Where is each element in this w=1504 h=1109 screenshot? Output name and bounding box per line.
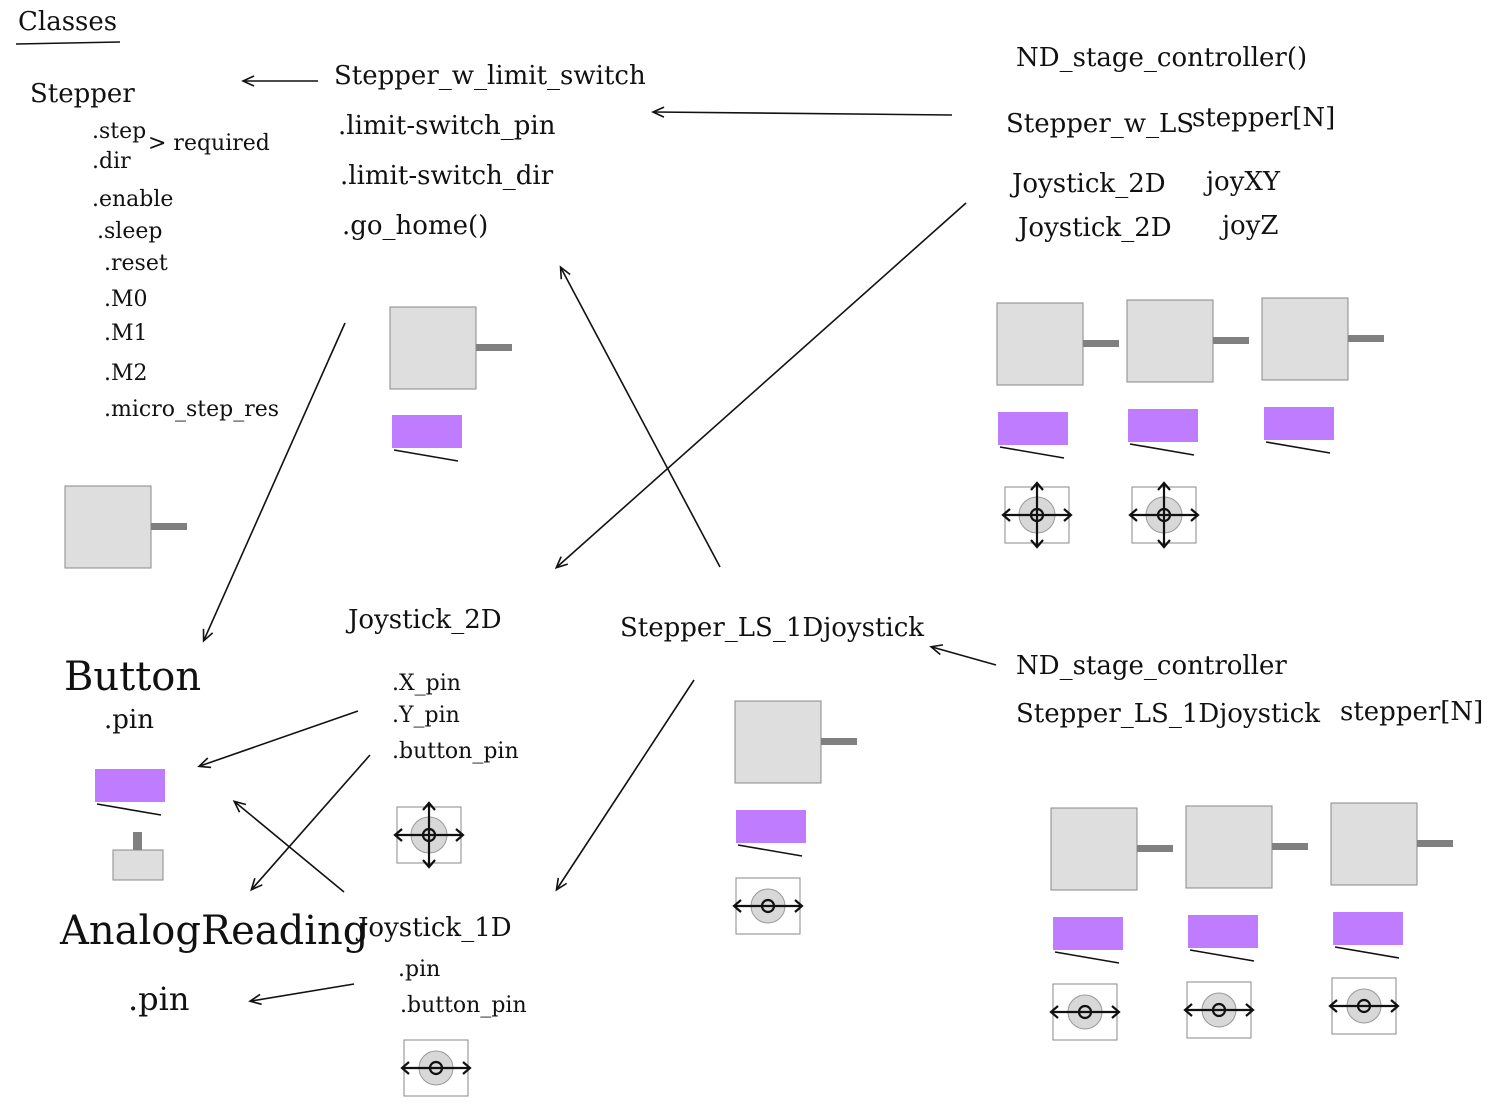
limit-switch-icon xyxy=(1187,914,1259,962)
arrow-joystick-1d-to-analog xyxy=(248,983,355,1006)
stepper-motor-icon xyxy=(1126,299,1250,383)
stepper-motor-icon xyxy=(996,302,1120,386)
stepper-motor-icon xyxy=(1185,805,1309,889)
stepper-motor-icon xyxy=(1330,802,1454,886)
class-name-nd-controller: ND_stage_controller xyxy=(1016,651,1287,681)
limit-switch-icon xyxy=(1263,406,1335,454)
class-name-stepper: Stepper xyxy=(30,79,135,109)
stepper-motor-icon xyxy=(734,700,858,784)
class-name-button: Button xyxy=(64,654,201,700)
limit-switch-icon xyxy=(1332,911,1404,959)
stepper-field: .dir xyxy=(92,149,131,174)
limit-switch-icon xyxy=(1052,916,1124,964)
relationship-arrows xyxy=(197,75,997,1006)
arrow-controller-to-joystick-2d xyxy=(554,202,967,569)
arrow-joystick-2d-to-button xyxy=(197,710,359,769)
stepper-field: .step xyxy=(92,119,146,144)
stepper-motor-icon xyxy=(1261,297,1385,381)
class-name-analog-reading: AnalogReading xyxy=(59,908,368,954)
stepper-field: .sleep xyxy=(97,219,162,244)
limit-switch-icon xyxy=(1127,408,1199,456)
class-name-stepper-ls: Stepper_w_limit_switch xyxy=(334,61,646,91)
class-name-nd-controller: ND_stage_controller() xyxy=(1016,43,1307,73)
analog-field: .pin xyxy=(128,980,190,1018)
class-joystick-1d: Joystick_1D .pin .button_pin xyxy=(355,913,527,1098)
heading: Classes xyxy=(18,7,117,37)
stepper-field: .M2 xyxy=(104,361,148,386)
joystick-2d-field: .Y_pin xyxy=(392,703,460,728)
limit-switch-icon xyxy=(94,768,166,816)
joystick-2d-icon xyxy=(393,801,465,869)
joystick-2d-icon xyxy=(1128,481,1200,549)
stepper-ls-field: .limit-switch_pin xyxy=(338,111,556,141)
stepper-field: .micro_step_res xyxy=(104,397,279,422)
arrow-controller-to-stepper-ls-1d xyxy=(929,644,997,666)
arrow-controller-to-stepper-ls xyxy=(651,106,953,118)
stepper-field: .M0 xyxy=(104,287,148,312)
controller-member-type: Joystick_2D xyxy=(1009,169,1166,199)
joystick-1d-icon xyxy=(400,1038,472,1098)
stepper-field: .reset xyxy=(104,251,168,276)
required-note: > required xyxy=(148,131,270,156)
class-stepper-w-limit-switch: Stepper_w_limit_switch .limit-switch_pin… xyxy=(334,61,646,462)
class-nd-stage-controller-bottom: ND_stage_controller Stepper_LS_1Djoystic… xyxy=(1016,651,1483,1042)
limit-switch-icon xyxy=(391,414,463,462)
arrow-joystick-2d-to-analog xyxy=(250,754,371,892)
controller-member-var: stepper[N] xyxy=(1340,697,1483,727)
button-field: .pin xyxy=(104,705,154,735)
controller-member-type: Stepper_w_LS xyxy=(1006,109,1194,139)
arrow-stepper-ls-to-button xyxy=(202,322,346,643)
heading-underline xyxy=(15,41,121,45)
class-stepper-ls-1djoystick: Stepper_LS_1Djoystick xyxy=(620,613,924,936)
controller-member-var: stepper[N] xyxy=(1192,103,1335,133)
controller-member-var: joyXY xyxy=(1203,167,1281,197)
controller-member-type: Stepper_LS_1Djoystick xyxy=(1016,699,1320,729)
class-joystick-2d: Joystick_2D .X_pin .Y_pin .button_pin xyxy=(345,605,519,869)
class-name-stepper-ls-1d: Stepper_LS_1Djoystick xyxy=(620,613,924,643)
controller-member-type: Joystick_2D xyxy=(1015,213,1172,243)
joystick-1d-icon xyxy=(732,876,804,936)
joystick-2d-icon xyxy=(1001,481,1073,549)
arrow-stepper-ls-1d-to-joystick-1d xyxy=(555,679,695,892)
joystick-1d-field: .pin xyxy=(398,957,440,982)
class-name-joystick-2d: Joystick_2D xyxy=(345,605,502,635)
stepper-field: .M1 xyxy=(104,321,148,346)
arrow-stepper-ls-1d-to-stepper-ls xyxy=(559,265,721,568)
controller-member-var: joyZ xyxy=(1219,211,1278,241)
stepper-field: .enable xyxy=(92,187,173,212)
stepper-motor-icon xyxy=(389,306,513,390)
class-stepper: Stepper .step .dir > required .enable .s… xyxy=(30,79,279,569)
joystick-1d-field: .button_pin xyxy=(400,993,527,1018)
stepper-ls-field: .limit-switch_dir xyxy=(340,161,554,191)
arrow-joystick-1d-to-button xyxy=(232,800,345,893)
class-analog-reading: AnalogReading .pin xyxy=(59,908,368,1018)
limit-switch-icon xyxy=(735,809,807,857)
joystick-2d-field: .X_pin xyxy=(392,671,461,696)
stepper-motor-icon xyxy=(64,485,188,569)
class-button: Button .pin xyxy=(64,654,201,881)
stepper-ls-field: .go_home() xyxy=(342,211,488,241)
joystick-1d-icon xyxy=(1183,980,1255,1040)
joystick-1d-icon xyxy=(1049,982,1121,1042)
stepper-motor-icon xyxy=(1050,807,1174,891)
limit-switch-icon xyxy=(997,411,1069,459)
joystick-2d-field: .button_pin xyxy=(392,739,519,764)
class-nd-stage-controller-top: ND_stage_controller() Stepper_w_LS stepp… xyxy=(996,43,1385,549)
push-button-icon xyxy=(112,831,164,881)
class-name-joystick-1d: Joystick_1D xyxy=(355,913,512,943)
joystick-1d-icon xyxy=(1328,976,1400,1036)
